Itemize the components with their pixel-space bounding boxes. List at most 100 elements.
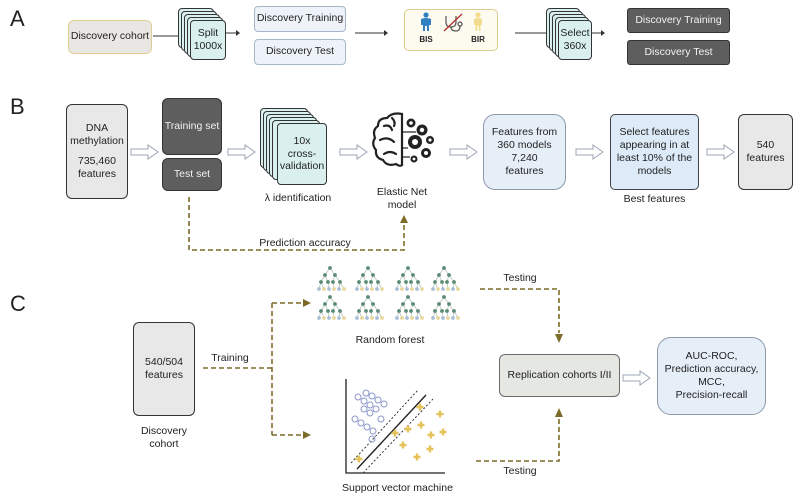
- panel-c-letter: C: [10, 291, 26, 316]
- tree-node: [401, 302, 405, 306]
- svm-plus: [427, 431, 435, 439]
- tree-leaf: [360, 316, 364, 320]
- svm-margin-upper: [350, 389, 419, 464]
- tree-leaf: [375, 316, 379, 320]
- tree-node: [366, 295, 370, 299]
- svm-plus: [404, 425, 412, 433]
- tree-node: [333, 302, 337, 306]
- svm-circle: [354, 393, 362, 401]
- tree-node: [433, 280, 437, 284]
- replication-cohorts-box: Replication cohorts I/II: [499, 354, 620, 397]
- svm-circle: [357, 419, 365, 427]
- svm-circle: [351, 415, 359, 423]
- tree-leaf: [370, 287, 374, 291]
- svm-circle: [369, 427, 377, 435]
- tree-leaf: [332, 316, 336, 320]
- svm-circle: [366, 409, 374, 417]
- dna-features: features: [78, 167, 116, 180]
- metrics-box: AUC-ROC, Prediction accuracy, MCC, Preci…: [657, 337, 766, 415]
- final-features-label: features: [746, 152, 785, 164]
- replication-label: Replication cohorts I/II: [507, 368, 612, 381]
- tree-leaf: [436, 287, 440, 291]
- tree-leaf: [342, 287, 346, 291]
- svm-plus: [439, 428, 447, 436]
- tree-node: [366, 266, 370, 270]
- tree-node: [440, 309, 444, 313]
- tree-node: [409, 309, 413, 313]
- discovery-cohort-label: Discovery cohort: [70, 30, 150, 43]
- tree-8: [431, 295, 460, 320]
- svm-caption: Support vector machine: [342, 482, 453, 494]
- bis-label: BIS: [419, 35, 433, 44]
- tree-node: [411, 273, 415, 277]
- tree-leaf: [451, 316, 455, 320]
- svm-circle: [366, 401, 374, 409]
- tree-node: [331, 280, 335, 284]
- tree-7: [395, 295, 424, 320]
- tree-leaf: [400, 316, 404, 320]
- tree-node: [361, 302, 365, 306]
- tree-leaf: [456, 316, 460, 320]
- svm-margin-lower: [362, 398, 434, 474]
- tree-leaf: [337, 287, 341, 291]
- metrics-1: AUC-ROC,: [685, 349, 738, 362]
- tree-node: [406, 295, 410, 299]
- metrics-4: Precision-recall: [675, 389, 748, 402]
- select-features-2: appearing in at: [619, 138, 690, 151]
- testing-bottom-label: Testing: [503, 465, 537, 477]
- tree-node: [333, 273, 337, 277]
- panel-a-letter: A: [10, 6, 25, 31]
- bis-bir-box: [404, 9, 498, 51]
- tree-leaf: [395, 287, 399, 291]
- discovery-cohort-features-box: 540/504 features: [133, 322, 195, 416]
- tree-leaf: [446, 316, 450, 320]
- cohort-line2: cohort: [149, 438, 179, 451]
- tree-6: [355, 295, 384, 320]
- tree-leaf: [317, 287, 321, 291]
- tree-node: [369, 280, 373, 284]
- test-set-label: Test set: [173, 167, 211, 180]
- features-from-4: features: [505, 165, 544, 178]
- tree-leaf: [456, 287, 460, 291]
- tree-node: [319, 309, 323, 313]
- features-from-2: 360 models: [497, 138, 552, 151]
- svm-plot-icon: [345, 379, 447, 474]
- select-features-box: Select features appearing in at least 10…: [610, 114, 699, 190]
- svm-plus: [416, 403, 424, 411]
- tree-leaf: [360, 287, 364, 291]
- tree-leaf: [436, 316, 440, 320]
- hollow-arrow-select-to-final: [706, 144, 735, 160]
- tree-node: [409, 280, 413, 284]
- tree-node: [376, 280, 380, 284]
- dna-count: 735,460: [78, 154, 116, 167]
- tree-leaf: [431, 287, 435, 291]
- tree-node: [338, 280, 342, 284]
- split-label-2: 1000x: [193, 40, 223, 52]
- features-from-1: Features from: [491, 125, 558, 138]
- tree-leaf: [415, 316, 419, 320]
- svm-circle: [372, 405, 380, 413]
- tree-leaf: [355, 287, 359, 291]
- tree-leaf: [405, 316, 409, 320]
- tree-leaf: [342, 316, 346, 320]
- tree-node: [323, 273, 327, 277]
- tree-leaf: [327, 287, 331, 291]
- tree-node: [452, 309, 456, 313]
- tree-node: [364, 309, 368, 313]
- hollow-arrow-cv-to-elastic: [339, 144, 368, 160]
- panel-b-letter: B: [10, 94, 25, 119]
- best-features-caption: Best features: [623, 193, 686, 205]
- discovery-test-box: Discovery Test: [254, 39, 346, 65]
- tree-node: [404, 280, 408, 284]
- tree-leaf: [365, 316, 369, 320]
- tree-4: [431, 266, 460, 291]
- final-test-label: Discovery Test: [644, 45, 713, 58]
- random-forest-caption: Random forest: [355, 334, 425, 346]
- tree-node: [437, 302, 441, 306]
- discovery-training-label: Discovery Training: [256, 12, 344, 25]
- tree-leaf: [365, 287, 369, 291]
- tree-node: [319, 280, 323, 284]
